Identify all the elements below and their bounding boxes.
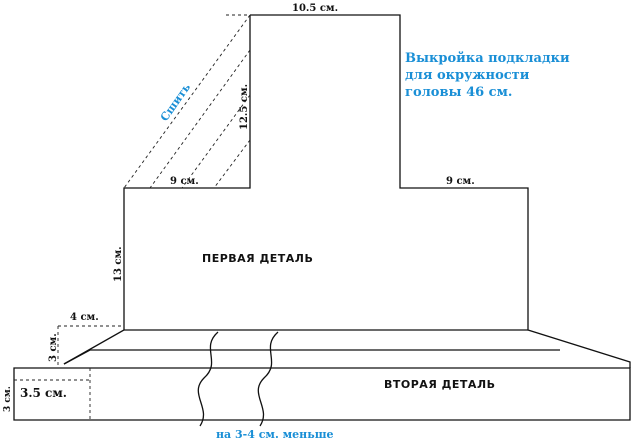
band-height-label: 3 см. <box>3 386 13 412</box>
band-width-label: 3.5 см. <box>20 386 67 400</box>
cut-wavy-lines <box>197 331 279 427</box>
top-width-label: 10.5 см. <box>292 3 338 14</box>
title-line-2: для окружности <box>405 68 530 83</box>
sew-dashed-lines <box>123 14 251 189</box>
side-height-label: 13 см. <box>113 246 124 282</box>
second-part-label: ВТОРАЯ ДЕТАЛЬ <box>384 378 495 391</box>
first-part-outline <box>63 14 631 368</box>
title-line-3: головы 46 см. <box>405 85 512 100</box>
bottom-note: на 3-4 см. меньше <box>216 428 334 441</box>
flare-width-label: 4 см. <box>70 312 99 323</box>
flare-height-label: 3 см. <box>48 333 59 362</box>
right-shoulder-label: 9 см. <box>446 176 475 187</box>
second-part-outline <box>13 349 631 421</box>
height-top-label: 12.5 см. <box>239 84 250 130</box>
left-shoulder-label: 9 см. <box>170 176 199 187</box>
title-line-1: Выкройка подкладки <box>405 51 570 66</box>
lower-left-dashed-lines <box>14 325 124 420</box>
first-part-label: ПЕРВАЯ ДЕТАЛЬ <box>202 252 313 265</box>
